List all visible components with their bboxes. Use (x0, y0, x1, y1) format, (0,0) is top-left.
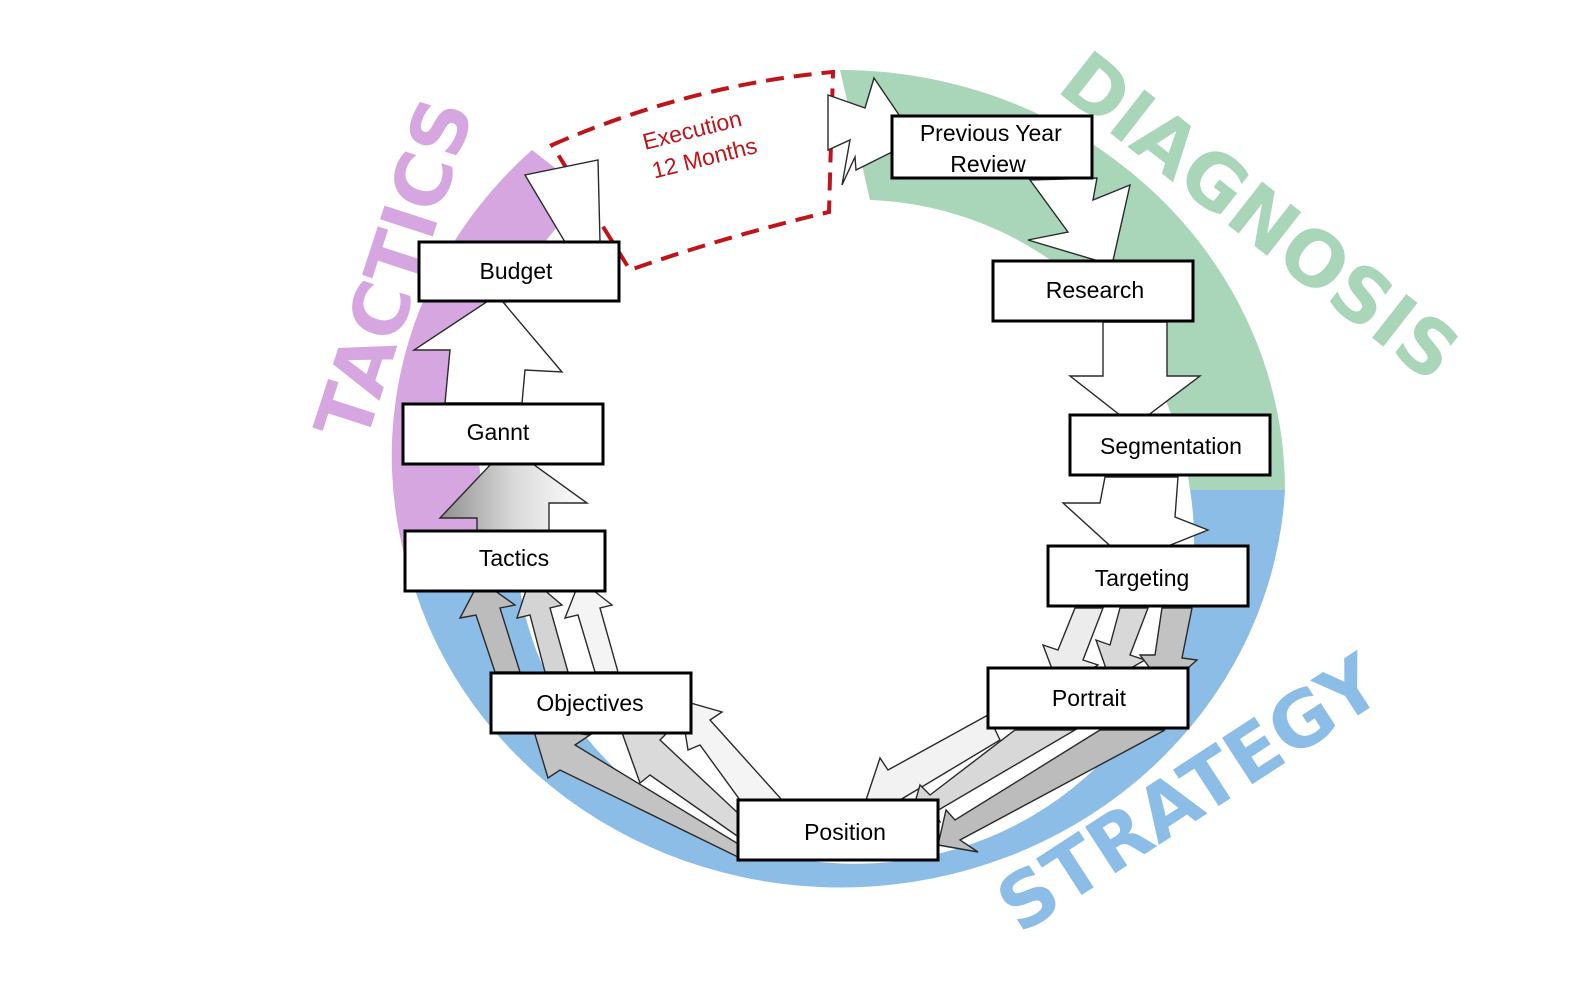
step-previous-year-review: Previous Year Review (890, 114, 1094, 180)
execution-dashed-outline (549, 69, 836, 273)
step-label-tactics: Tactics (479, 545, 549, 571)
step-label-research: Research (1046, 277, 1144, 303)
step-position: Position (736, 798, 940, 862)
step-label-objectives: Objectives (536, 690, 643, 716)
arrow-research-to-segmentation (1067, 321, 1203, 427)
arrow-objectives-to-tactics-1 (563, 578, 619, 673)
arrow-position-to-objectives-2 (618, 726, 741, 840)
arrow-objectives-to-tactics-3 (458, 578, 521, 673)
step-label-targeting: Targeting (1095, 565, 1190, 591)
execution-label: Execution 12 Months (640, 103, 760, 184)
step-label-portrait: Portrait (1052, 685, 1127, 711)
step-targeting: Targeting (1046, 544, 1250, 608)
step-label-previous-year-review: Previous Year Review (920, 120, 1068, 177)
step-research: Research (991, 259, 1195, 323)
arrow-execution-to-review (827, 76, 918, 186)
step-label-position: Position (804, 819, 886, 845)
step-segmentation: Segmentation (1068, 413, 1272, 477)
arrow-gannt-to-budget (411, 294, 564, 404)
step-gannt: Gannt (401, 402, 605, 466)
step-objectives: Objectives (489, 671, 693, 735)
step-label-gannt: Gannt (467, 419, 530, 445)
step-label-segmentation: Segmentation (1100, 433, 1242, 459)
arrow-position-to-objectives-3 (532, 727, 741, 860)
arrow-objectives-to-tactics-2 (515, 576, 569, 673)
arrow-portrait-to-position-3 (937, 729, 1166, 853)
step-tactics: Tactics (403, 529, 607, 593)
step-label-budget: Budget (480, 258, 554, 284)
arrow-tactics-to-gannt (438, 445, 590, 532)
arrow-review-to-research (1027, 177, 1131, 266)
tactics-ring-segment (391, 150, 590, 590)
flow-arrows (411, 76, 1210, 860)
step-budget: Budget (417, 240, 621, 303)
step-portrait: Portrait (986, 666, 1190, 730)
